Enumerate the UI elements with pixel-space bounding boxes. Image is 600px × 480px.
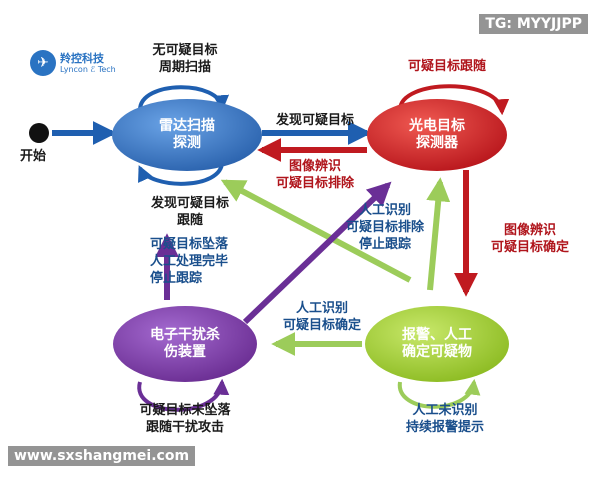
start-dot [29,123,49,143]
eo-self-loop [398,84,510,116]
ecm-self-label: 可疑目标未坠落 跟随干扰攻击 [139,403,231,435]
alarm-to-radar-label: 人工识别 可疑目标排除 停止跟踪 [345,203,424,252]
radar-self-label: 无可疑目标 周期扫描 [152,43,218,75]
ecm-to-eo-arrow [242,181,392,325]
start-label: 开始 [20,149,47,164]
watermark-bottom: www.sxshangmei.com [8,446,196,466]
alarm-to-eo-arrow [426,177,451,291]
logo-name-cn: 羚控科技 [60,51,104,65]
radar-node-label: 雷达扫描 探测 [159,118,215,151]
radar-self-loop [138,85,230,112]
company-logo: ✈ 羚控科技 Lyncon ℰ Tech [30,50,116,76]
logo-icon: ✈ [30,50,56,76]
ecm-self-loop [137,378,230,412]
radar-node [112,99,262,171]
logo-name-en: Lyncon ℰ Tech [60,64,116,74]
eo-self-label: 可疑目标跟随 [407,59,486,74]
ecm-to-radar-label: 可疑目标坠落 人工处理完毕 停止跟踪 [150,237,229,286]
alarm-node-label: 报警、人工 确定可疑物 [402,327,472,360]
eo-node [367,99,507,171]
radar-found-label: 发现可疑目标 跟随 [150,196,229,228]
radar-to-eo-label: 发现可疑目标 [275,113,354,128]
watermark-top: TG: MYYJJPP [479,14,588,34]
alarm-self-loop [397,378,481,409]
ecm-node-label: 电子干扰杀 伤装置 [150,327,220,360]
eo-to-alarm-label: 图像辨识 可疑目标确定 [490,223,569,255]
eo-to-radar-label: 图像辨识 可疑目标排除 [275,159,354,191]
alarm-node [365,306,509,382]
eo-node-label: 光电目标 探测器 [409,118,465,151]
radar-self-loop-bottom [138,161,224,186]
ecm-node [113,306,257,382]
alarm-self-label: 人工未识别 持续报警提示 [405,403,484,435]
alarm-to-ecm-label: 人工识别 可疑目标确定 [282,301,361,333]
alarm-to-radar-arrow [220,179,412,283]
